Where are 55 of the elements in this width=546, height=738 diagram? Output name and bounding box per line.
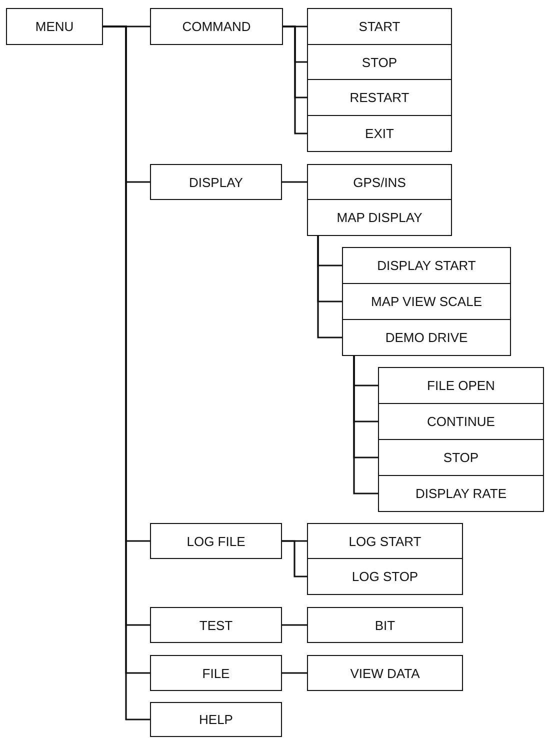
menu-item-box [150,8,283,45]
menu-item-label: DISPLAY START [377,258,476,273]
menu-item-label: CONTINUE [427,414,495,429]
connector-line [282,181,307,183]
menu-item-label: TEST [199,618,233,632]
menu-item-box [307,44,452,80]
menu-item-label: LOG STOP [352,569,418,584]
menu-item-label: MAP VIEW SCALE [370,294,482,309]
menu-item-box [307,558,463,595]
menu-item-label: HELP [199,712,233,727]
menu-item-box [378,367,544,404]
menu-item-label: RESTART [350,90,410,105]
menu-item-box [6,8,103,45]
menu-item-label: GPS/INS [353,174,406,190]
menu-item-label: MAP DISPLAY [336,210,422,225]
connector-line [317,236,342,338]
menu-item-label: BIT [374,618,396,632]
menu-item-box [150,164,282,200]
menu-item-label: FILE [202,666,230,680]
menu-item-label: FILE OPEN [427,378,495,393]
menu-item-box [307,164,452,200]
menu-item-box [150,523,282,559]
menu-item-box [150,702,282,737]
menu-item-box [307,523,463,559]
menu-item-label: LOG FILE [186,534,246,548]
menu-item-box [307,79,452,116]
menu-item-label: EXIT [365,126,394,141]
menu-item-box [378,403,544,440]
menu-item-box [378,475,544,512]
menu-item-label: DISPLAY RATE [415,486,507,501]
menu-item-box [342,319,511,356]
menu-item-box [150,655,282,691]
menu-item-box [307,655,463,691]
menu-item-box [150,607,282,643]
menu-item-label: STOP [362,54,398,70]
menu-item-box [307,8,452,45]
menu-item-label: START [358,19,400,34]
menu-item-box [342,283,511,320]
menu-item-box [307,199,452,236]
connector-line [282,624,307,626]
menu-item-box [378,439,544,476]
menu-item-label: DEMO DRIVE [385,330,468,345]
menu-item-label: VIEW DATA [350,666,420,680]
menu-item-label: LOG START [348,534,422,548]
menu-item-label: DISPLAY [189,174,243,190]
connector-line [282,672,307,674]
connector-line [283,26,307,134]
menu-item-label: MENU [35,19,74,34]
menu-item-label: COMMAND [182,19,251,34]
menu-item-box [342,247,511,284]
menu-item-box [307,115,452,152]
connector-line [353,356,378,494]
menu-item-box [307,607,463,643]
menu-item-label: STOP [443,450,479,465]
connector-line [282,540,307,578]
